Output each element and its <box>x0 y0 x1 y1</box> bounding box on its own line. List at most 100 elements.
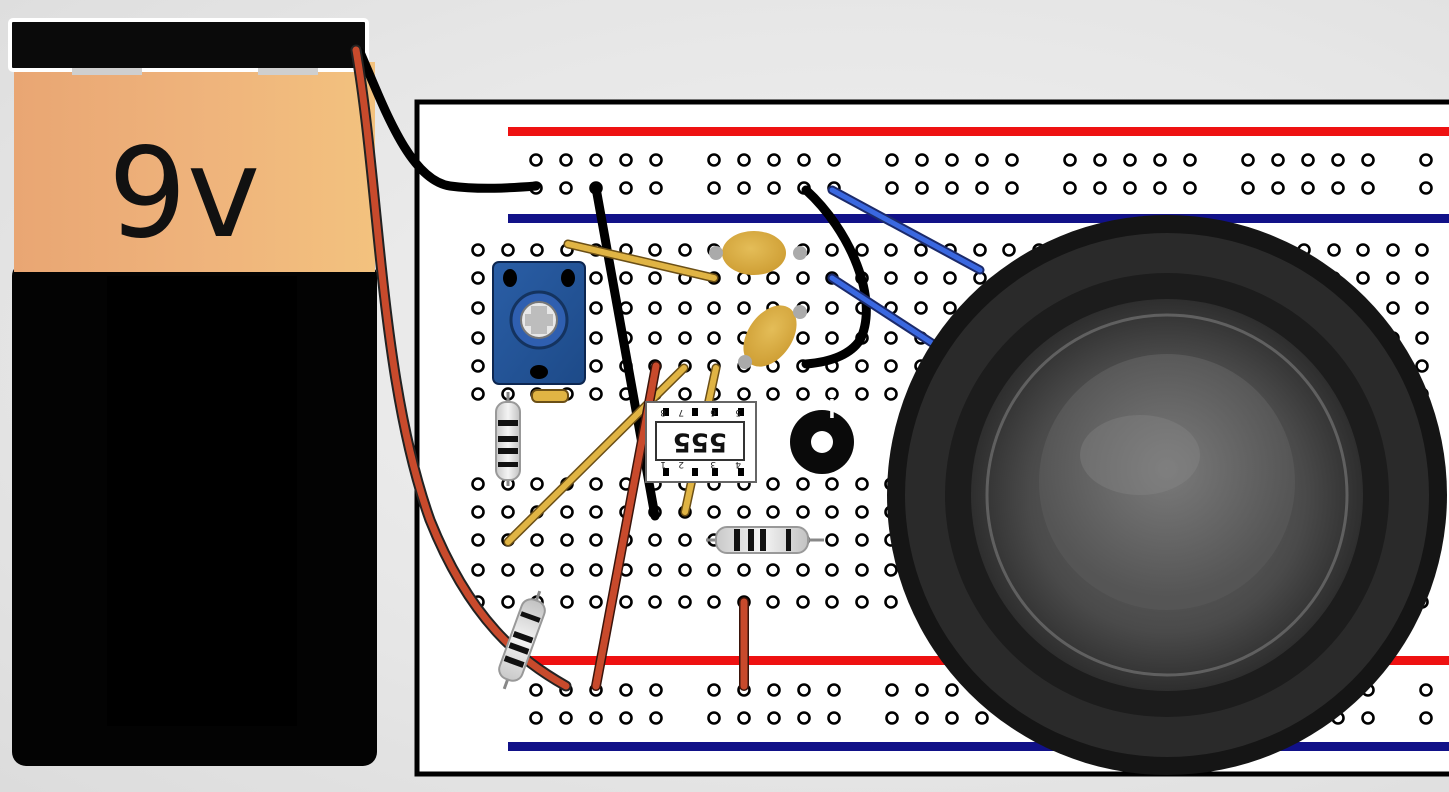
breadboard-hole <box>471 533 485 547</box>
breadboard-hole <box>619 153 633 167</box>
breadboard-hole <box>589 563 603 577</box>
breadboard-hole <box>1356 243 1370 257</box>
breadboard-hole <box>530 563 544 577</box>
breadboard-hole <box>1361 153 1375 167</box>
breadboard-hole <box>678 563 692 577</box>
breadboard-hole <box>648 595 662 609</box>
breadboard-hole <box>501 595 515 609</box>
breadboard-hole <box>1123 153 1137 167</box>
breadboard-hole <box>1005 153 1019 167</box>
breadboard-hole <box>589 387 603 401</box>
breadboard-hole <box>1002 243 1016 257</box>
breadboard-hole <box>1415 301 1429 315</box>
breadboard-hole <box>915 711 929 725</box>
breadboard-hole <box>796 563 810 577</box>
breadboard-hole <box>884 331 898 345</box>
wire-blue-speaker-1-core <box>829 187 983 273</box>
breadboard-hole <box>825 533 839 547</box>
breadboard-hole <box>471 331 485 345</box>
breadboard-hole <box>560 505 574 519</box>
breadboard-hole <box>501 563 515 577</box>
breadboard-hole <box>766 595 780 609</box>
breadboard-hole <box>471 387 485 401</box>
breadboard-hole <box>885 711 899 725</box>
breadboard-hole <box>707 595 721 609</box>
breadboard-hole <box>766 387 780 401</box>
breadboard-hole <box>1153 181 1167 195</box>
breadboard-hole <box>796 477 810 491</box>
ic-pin-1: 1 <box>660 459 666 469</box>
breadboard-hole <box>648 563 662 577</box>
breadboard-hole <box>589 301 603 315</box>
breadboard-hole <box>796 387 810 401</box>
breadboard-hole <box>797 153 811 167</box>
breadboard-hole <box>1005 181 1019 195</box>
breadboard-hole <box>1241 181 1255 195</box>
breadboard-hole <box>707 505 721 519</box>
breadboard-hole <box>589 711 603 725</box>
breadboard-hole <box>707 711 721 725</box>
breadboard-hole <box>855 595 869 609</box>
ic-pin-6: 6 <box>710 407 716 417</box>
breadboard-hole <box>945 181 959 195</box>
breadboard-hole <box>825 563 839 577</box>
breadboard-hole <box>884 387 898 401</box>
breadboard-hole <box>797 711 811 725</box>
breadboard-hole <box>1415 359 1429 373</box>
breadboard-hole <box>1123 181 1137 195</box>
electrolytic-capacitor: + <box>790 391 854 474</box>
breadboard-hole <box>827 153 841 167</box>
breadboard-hole <box>975 711 989 725</box>
breadboard-hole <box>855 533 869 547</box>
breadboard-hole <box>1241 153 1255 167</box>
breadboard-hole <box>501 505 515 519</box>
breadboard-hole <box>855 505 869 519</box>
potentiometer <box>492 261 586 385</box>
breadboard-hole <box>914 243 928 257</box>
breadboard-hole <box>529 711 543 725</box>
ic-pin-5: 5 <box>735 407 741 417</box>
battery-contact-left <box>72 68 142 75</box>
breadboard-hole <box>648 533 662 547</box>
breadboard-hole <box>589 595 603 609</box>
power-rail-top-positive <box>508 127 1449 136</box>
battery-contact-right <box>258 68 318 75</box>
ceramic-capacitor-top <box>709 231 807 275</box>
breadboard-hole <box>1153 153 1167 167</box>
breadboard-hole <box>945 711 959 725</box>
breadboard-hole <box>766 477 780 491</box>
breadboard-hole <box>766 505 780 519</box>
breadboard-hole <box>825 477 839 491</box>
speaker <box>887 215 1447 775</box>
breadboard-hole <box>589 359 603 373</box>
breadboard-hole <box>529 153 543 167</box>
breadboard-hole <box>766 563 780 577</box>
breadboard-hole <box>943 301 957 315</box>
breadboard-hole <box>1301 181 1315 195</box>
breadboard-hole <box>884 563 898 577</box>
breadboard-hole <box>737 153 751 167</box>
breadboard-hole <box>678 387 692 401</box>
breadboard-hole <box>1063 153 1077 167</box>
wire-yellow-top-core <box>565 241 717 281</box>
breadboard-hole <box>767 181 781 195</box>
breadboard-hole <box>648 243 662 257</box>
breadboard-hole <box>884 359 898 373</box>
breadboard-hole <box>855 563 869 577</box>
breadboard-hole <box>825 301 839 315</box>
breadboard-hole <box>766 271 780 285</box>
breadboard-hole <box>619 711 633 725</box>
breadboard-hole <box>885 683 899 697</box>
breadboard-hole <box>707 683 721 697</box>
breadboard-hole <box>737 505 751 519</box>
breadboard-hole <box>678 533 692 547</box>
breadboard-hole <box>589 153 603 167</box>
breadboard-hole <box>707 331 721 345</box>
breadboard-hole <box>767 711 781 725</box>
breadboard-hole <box>707 563 721 577</box>
breadboard-hole <box>797 683 811 697</box>
breadboard-hole <box>529 683 543 697</box>
breadboard-hole <box>737 711 751 725</box>
breadboard-hole <box>471 359 485 373</box>
breadboard-hole <box>648 301 662 315</box>
